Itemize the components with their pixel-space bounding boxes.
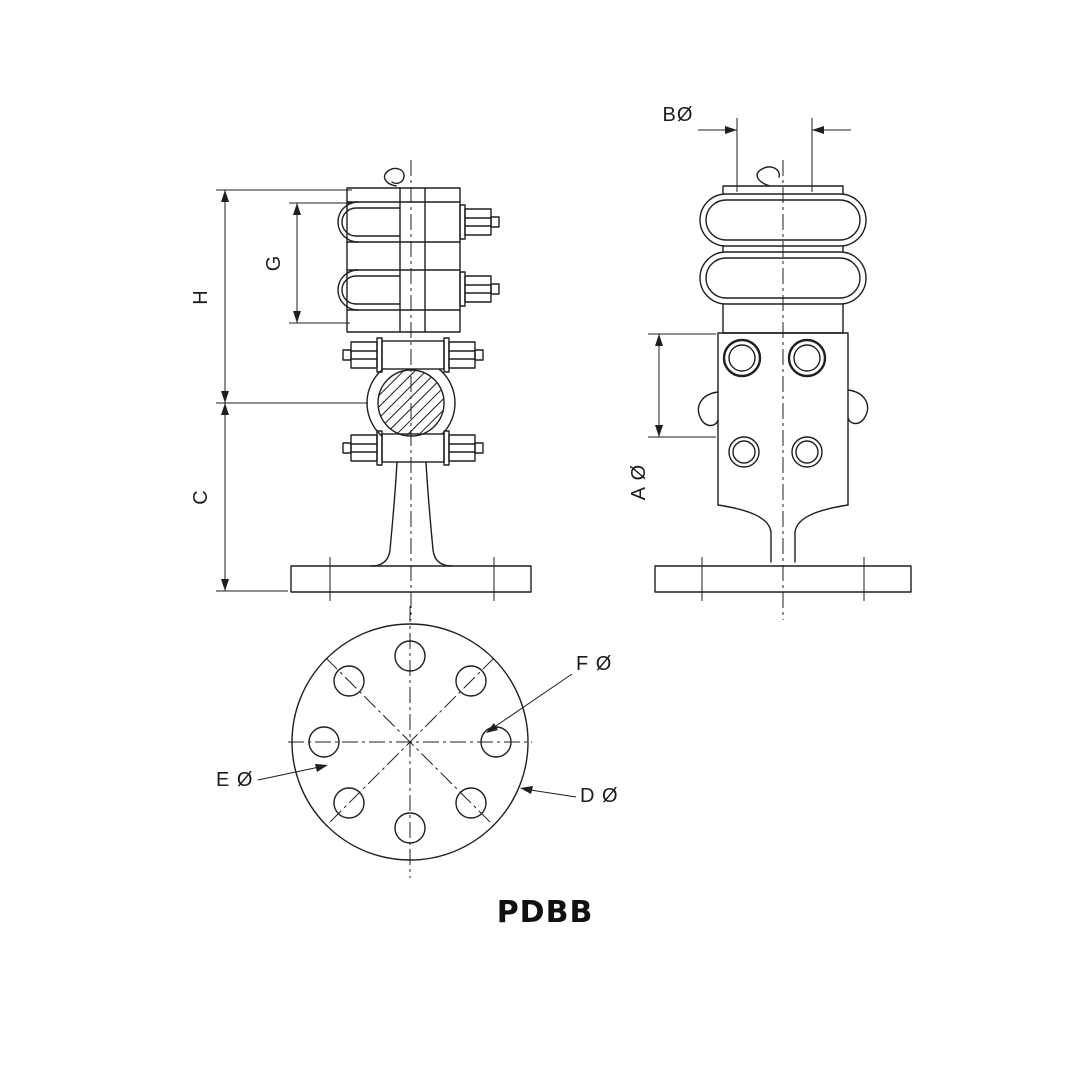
hatching xyxy=(378,370,444,436)
dim-label-c: C xyxy=(190,489,212,504)
dimension-a: A Ø xyxy=(628,333,716,500)
middle-body-side xyxy=(697,332,869,506)
top-clip-side xyxy=(756,166,780,187)
bolt-head-lower-left xyxy=(728,436,760,468)
dimension-b: BØ xyxy=(663,104,851,192)
bolt-head-upper-left xyxy=(722,338,762,378)
clamp-bolt-lower xyxy=(459,271,500,307)
pedestal-side xyxy=(717,504,849,563)
dim-label-g: G xyxy=(263,255,285,272)
top-clamp-front xyxy=(337,187,500,333)
side-clip-left xyxy=(697,391,719,427)
bolt-head-lower-right xyxy=(791,436,823,468)
conductor-groove-2 xyxy=(337,269,359,311)
dim-label-a: A Ø xyxy=(628,464,650,500)
dimension-h: H xyxy=(190,189,368,404)
leader-d: D Ø xyxy=(520,785,619,807)
dim-label-f: F Ø xyxy=(576,653,612,675)
conductor-groove-1 xyxy=(337,201,359,243)
dim-label-h: H xyxy=(190,289,212,304)
dimension-g: G xyxy=(263,202,350,324)
bolt-holes xyxy=(308,640,512,844)
dim-label-d: D Ø xyxy=(580,785,619,807)
plan-view: F Ø E Ø D Ø xyxy=(216,606,619,878)
pedestal-front xyxy=(370,461,453,567)
front-view: H G C xyxy=(190,160,532,620)
leader-f: F Ø xyxy=(486,653,612,733)
bolt-head-upper-right xyxy=(787,338,827,378)
clamp-bolt-upper xyxy=(459,204,500,240)
top-clip-front xyxy=(383,167,405,187)
dim-label-e: E Ø xyxy=(216,769,253,791)
dim-label-b: BØ xyxy=(663,104,694,126)
leader-e: E Ø xyxy=(216,764,328,791)
side-view: BØ A Ø xyxy=(628,104,912,620)
drawing-title: PDBB xyxy=(497,895,594,930)
dimension-c: C xyxy=(190,403,288,592)
side-clip-right xyxy=(847,389,869,425)
middle-clamp-front xyxy=(342,337,484,466)
